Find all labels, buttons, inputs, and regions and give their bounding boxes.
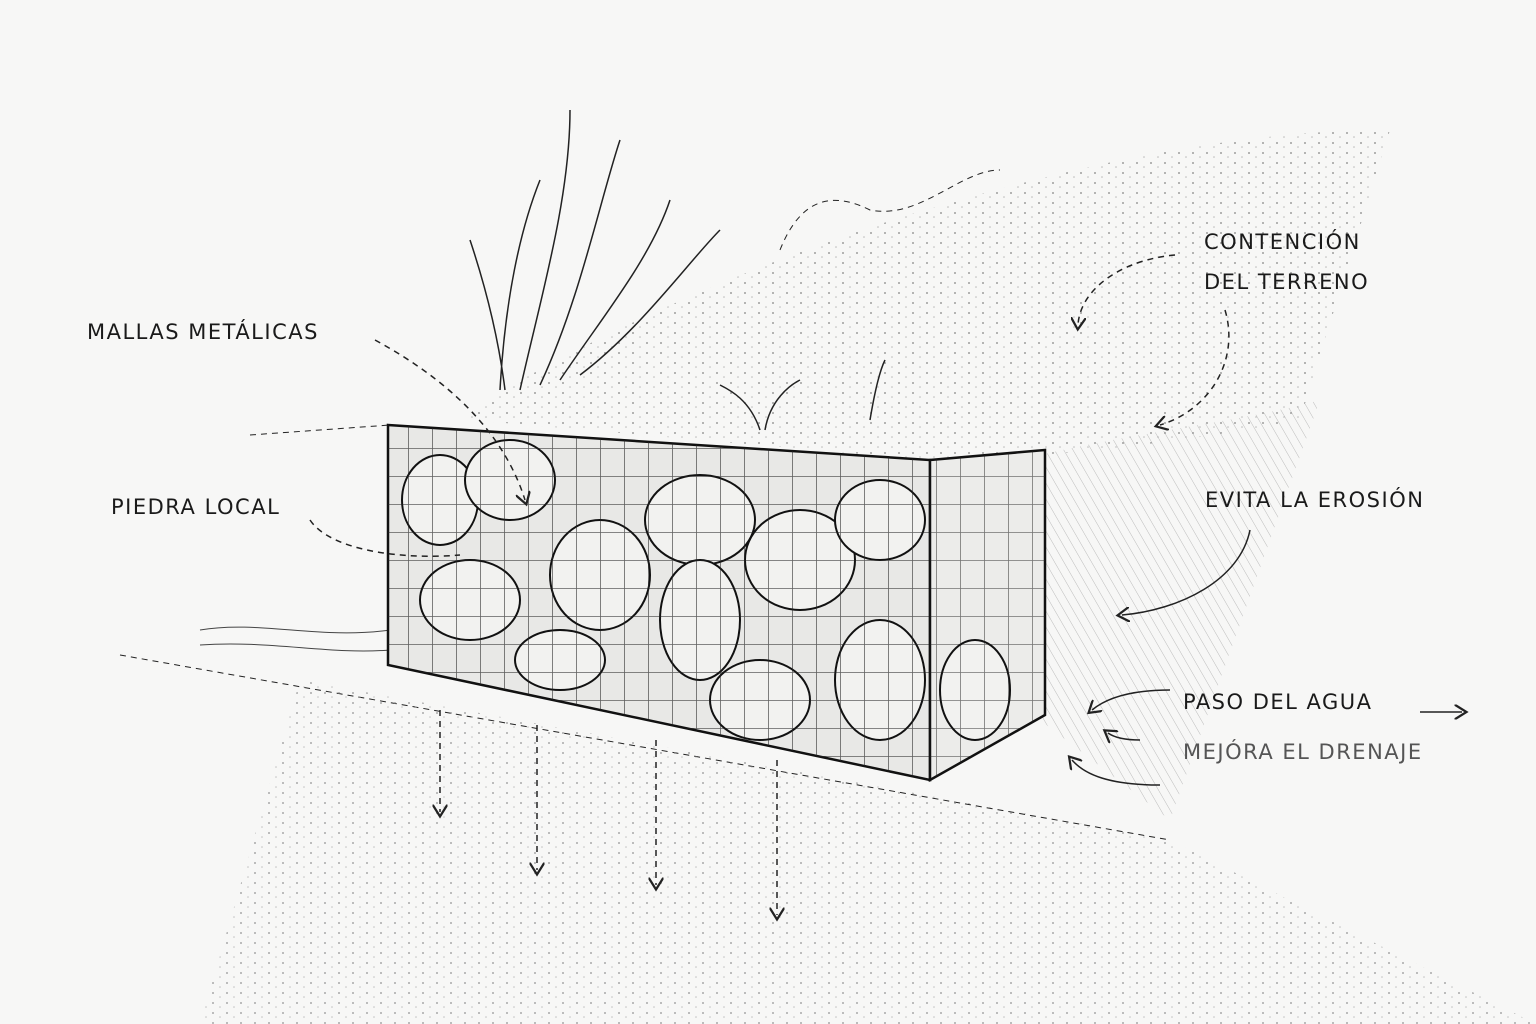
- label-contencion-line2: DEL TERRENO: [1204, 270, 1370, 294]
- label-mejora-drenaje: MEJÓRA EL DRENAJE: [1183, 740, 1423, 764]
- gabion-basket: [386, 423, 1047, 783]
- paso-arrow-in: [1092, 689, 1171, 710]
- mallas-arrow: [374, 339, 525, 500]
- label-contencion-line1: CONTENCIÓN: [1204, 230, 1361, 254]
- drenaje-arrow-2: [1072, 760, 1161, 786]
- label-piedra-local: PIEDRA LOCAL: [111, 495, 281, 519]
- vegetation: [469, 109, 886, 431]
- label-paso-agua: PASO DEL AGUA: [1183, 690, 1373, 714]
- drenaje-arrow-1: [1108, 733, 1141, 740]
- label-mallas-metalicas: MALLAS METÁLICAS: [87, 320, 319, 344]
- slope-terrain: [249, 130, 1390, 820]
- ground: [119, 626, 1536, 1024]
- erosion-arrow: [1122, 529, 1251, 615]
- annotation-arrows: [309, 254, 1462, 915]
- piedra-arrow: [309, 519, 461, 557]
- label-evita-erosion: EVITA LA EROSIÓN: [1205, 488, 1425, 512]
